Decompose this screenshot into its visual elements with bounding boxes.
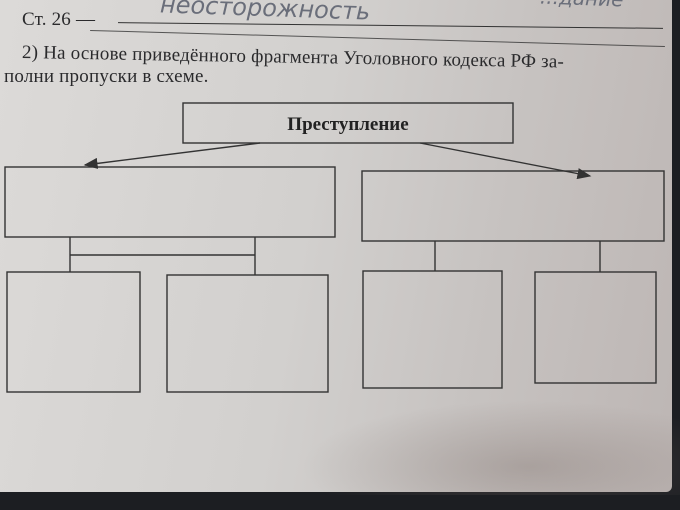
arrow-left: [83, 142, 261, 169]
blank-box-left-1[interactable]: [6, 271, 141, 393]
textbook-page: [0, 0, 672, 492]
blank-box-left[interactable]: [4, 166, 336, 238]
blank-box-left-2[interactable]: [166, 274, 329, 393]
blank-box-right-1[interactable]: [362, 270, 503, 389]
root-label: Преступление: [287, 114, 408, 135]
task-line-2: полни пропуски в схеме.: [4, 66, 209, 87]
blank-box-right[interactable]: [361, 170, 665, 242]
root-box: [182, 102, 514, 144]
blank-box-right-2[interactable]: [534, 271, 657, 384]
shadow: [300, 400, 680, 495]
page-reference: Ст. 26 —: [22, 9, 96, 30]
